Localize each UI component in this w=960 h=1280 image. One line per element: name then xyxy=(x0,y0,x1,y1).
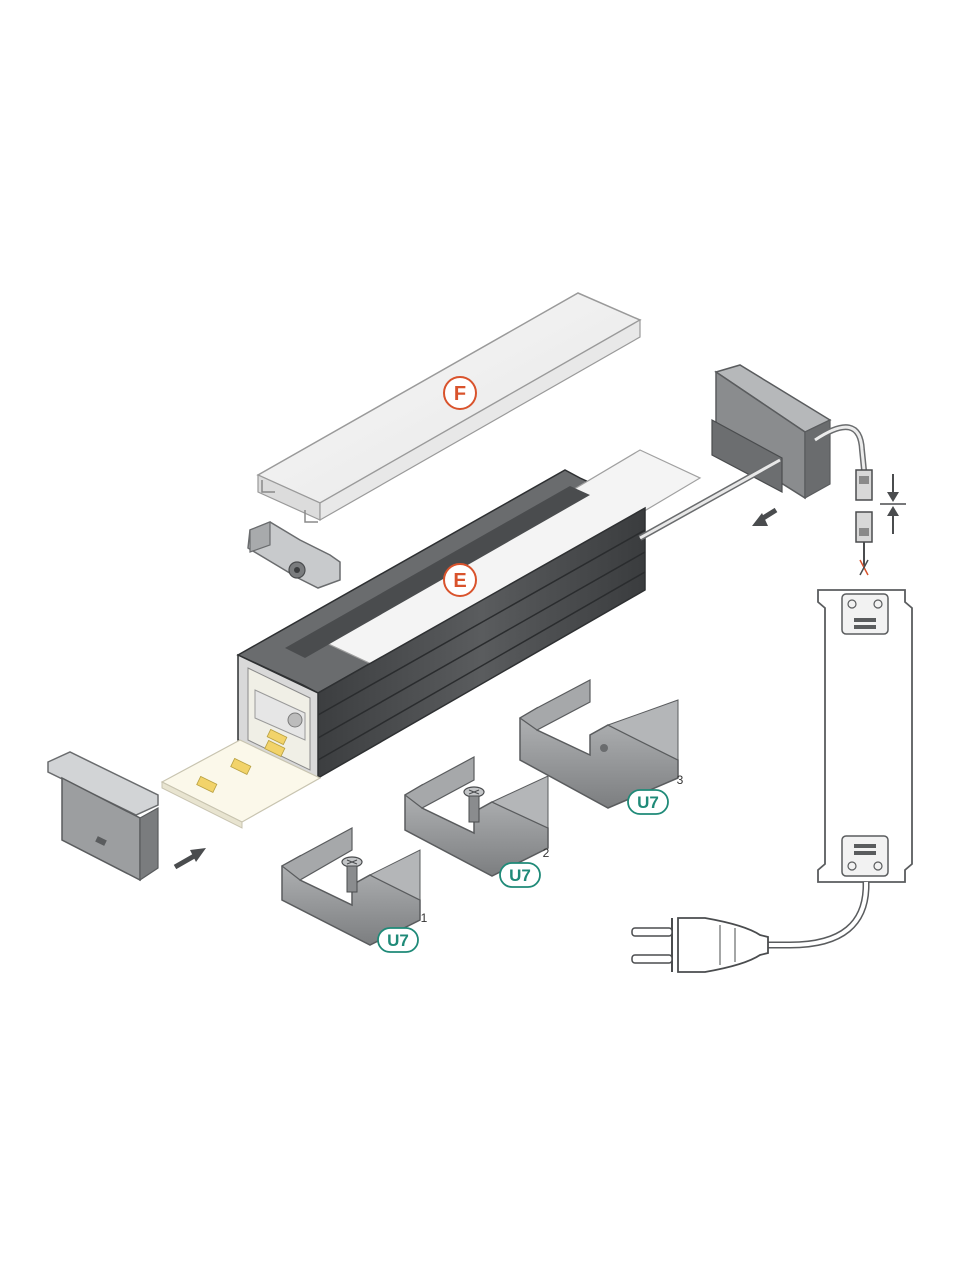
mounting-bracket xyxy=(247,521,341,589)
connector-cable xyxy=(813,424,867,471)
end-cap-right xyxy=(711,364,832,500)
label-profile: E xyxy=(453,570,466,592)
end-cap-left xyxy=(47,751,159,882)
label-clip-2: U7 xyxy=(509,866,531,885)
power-supply xyxy=(817,589,913,883)
label-clip-3-sup: 3 xyxy=(677,773,684,787)
badge-profile: E xyxy=(443,563,477,597)
badge-clip-1: U7 1 xyxy=(377,911,428,953)
mounting-clip-3 xyxy=(518,679,679,809)
mains-plug xyxy=(631,917,769,973)
aluminium-profile xyxy=(236,449,702,780)
plug-connector xyxy=(855,469,873,576)
label-clip-1-sup: 1 xyxy=(421,911,428,925)
feed-cable xyxy=(638,457,782,541)
label-clip-2-sup: 2 xyxy=(543,846,550,860)
mains-cable xyxy=(765,881,870,949)
insert-arrow-left xyxy=(173,848,206,870)
badge-cover: F xyxy=(443,376,477,410)
badge-clip-3: U7 3 xyxy=(627,773,684,815)
mounting-clip-1 xyxy=(280,826,421,946)
badge-clip-2: U7 2 xyxy=(499,846,550,888)
insert-arrow-right xyxy=(752,507,778,526)
led-strip xyxy=(160,739,322,829)
label-clip-1: U7 xyxy=(387,931,409,950)
label-clip-3: U7 xyxy=(637,793,659,812)
label-cover: F xyxy=(454,383,466,405)
mounting-clip-2 xyxy=(403,755,549,877)
connect-arrows xyxy=(880,474,906,534)
